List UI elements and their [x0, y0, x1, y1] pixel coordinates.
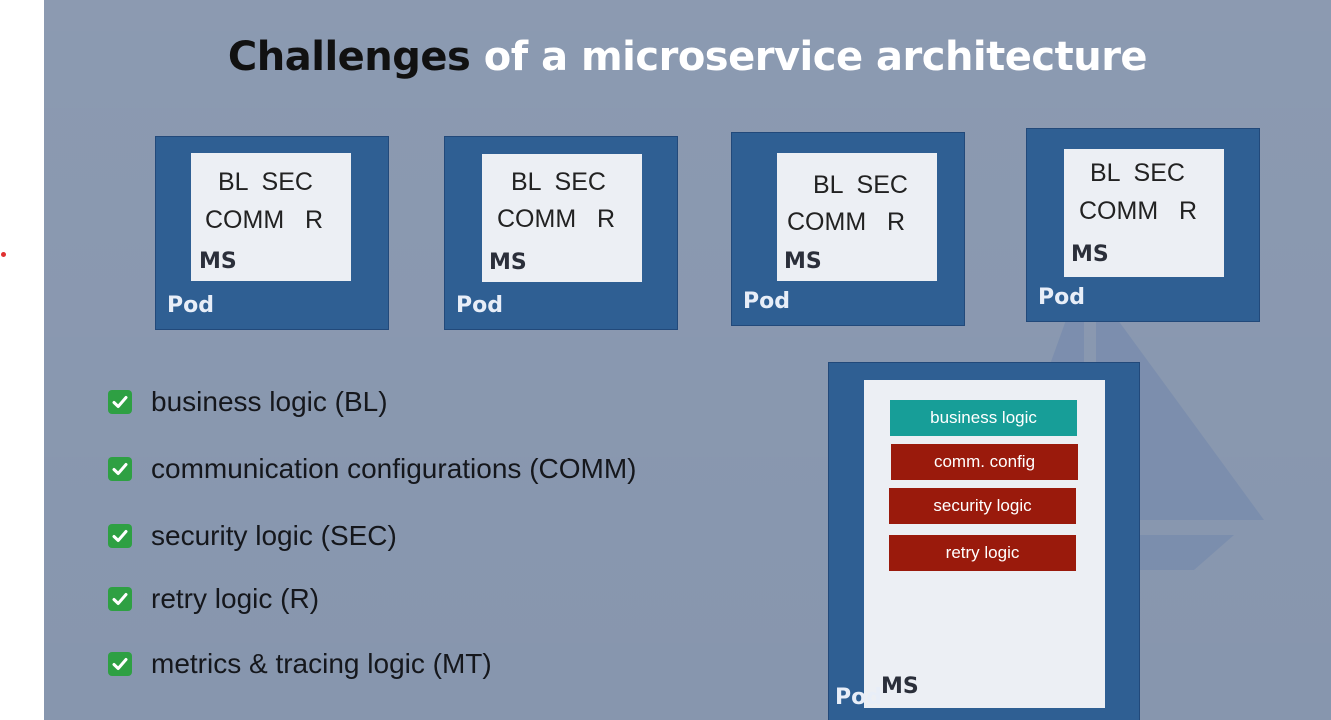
component-label: comm. config — [933, 452, 1036, 471]
component-retry-logic: retry logic — [889, 535, 1076, 571]
pod-1: BL SEC COMM R MS Pod — [155, 136, 389, 330]
check-mark-icon — [108, 457, 132, 481]
check-mark-icon — [108, 390, 132, 414]
red-dot-marker — [1, 252, 6, 257]
component-label: retry logic — [945, 543, 1020, 562]
checklist-item-text: security logic (SEC) — [151, 520, 397, 551]
checklist-item-text: retry logic (R) — [151, 583, 320, 614]
ms-line-2: COMM R — [205, 206, 324, 234]
detail-ms-label: MS — [881, 674, 919, 699]
ms-label: MS — [199, 249, 237, 274]
ms-line-1: BL SEC — [813, 171, 908, 199]
pod-label: Pod — [1038, 285, 1085, 310]
component-label: business logic — [930, 408, 1037, 427]
pod-4: BL SEC COMM R MS Pod — [1026, 128, 1260, 322]
ms-label: MS — [1071, 242, 1109, 267]
ms-line-2: COMM R — [497, 205, 616, 233]
microservice-box: BL SEC COMM R MS — [777, 153, 937, 281]
ms-line-2: COMM R — [1079, 197, 1198, 225]
pod-3: BL SEC COMM R MS Pod — [731, 132, 965, 326]
detail-microservice-box: business logic comm. config security log… — [864, 380, 1105, 708]
slide: Challenges of a microservice architectur… — [44, 0, 1331, 720]
component-business-logic: business logic — [890, 400, 1077, 436]
pod-label: Pod — [456, 293, 503, 318]
title-highlight: Challenges — [227, 34, 471, 80]
detail-pod: business logic comm. config security log… — [828, 362, 1140, 720]
check-mark-icon — [108, 652, 132, 676]
ms-line-1: BL SEC — [1090, 159, 1185, 187]
title-rest: of a microservice architecture — [470, 34, 1148, 80]
checklist-item-text: business logic (BL) — [151, 386, 388, 417]
check-mark-icon — [108, 524, 132, 548]
microservice-box: BL SEC COMM R MS — [482, 154, 642, 282]
pod-label: Pod — [743, 289, 790, 314]
check-mark-icon — [108, 587, 132, 611]
checklist-item-text: communication configurations (COMM) — [151, 453, 637, 484]
component-security-logic: security logic — [889, 488, 1076, 524]
detail-pod-label: Pod — [835, 685, 882, 710]
pod-label: Pod — [167, 293, 214, 318]
component-label: security logic — [933, 496, 1032, 515]
ms-line-1: BL SEC — [218, 168, 313, 196]
microservice-box: BL SEC COMM R MS — [191, 153, 351, 281]
slide-title: Challenges of a microservice architectur… — [44, 34, 1331, 80]
ms-line-2: COMM R — [787, 208, 906, 236]
microservice-box: BL SEC COMM R MS — [1064, 149, 1224, 277]
ms-label: MS — [784, 249, 822, 274]
pod-2: BL SEC COMM R MS Pod — [444, 136, 678, 330]
component-comm-config: comm. config — [891, 444, 1078, 480]
ms-line-1: BL SEC — [511, 168, 606, 196]
ms-label: MS — [489, 250, 527, 275]
checklist-item-text: metrics & tracing logic (MT) — [151, 648, 492, 679]
